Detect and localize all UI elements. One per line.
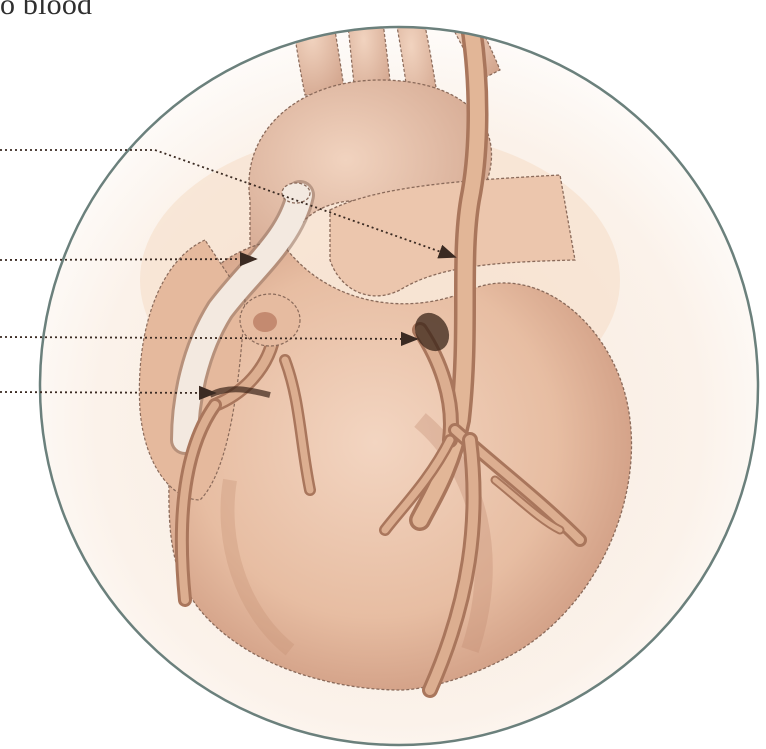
heart-illustration [0, 0, 766, 749]
